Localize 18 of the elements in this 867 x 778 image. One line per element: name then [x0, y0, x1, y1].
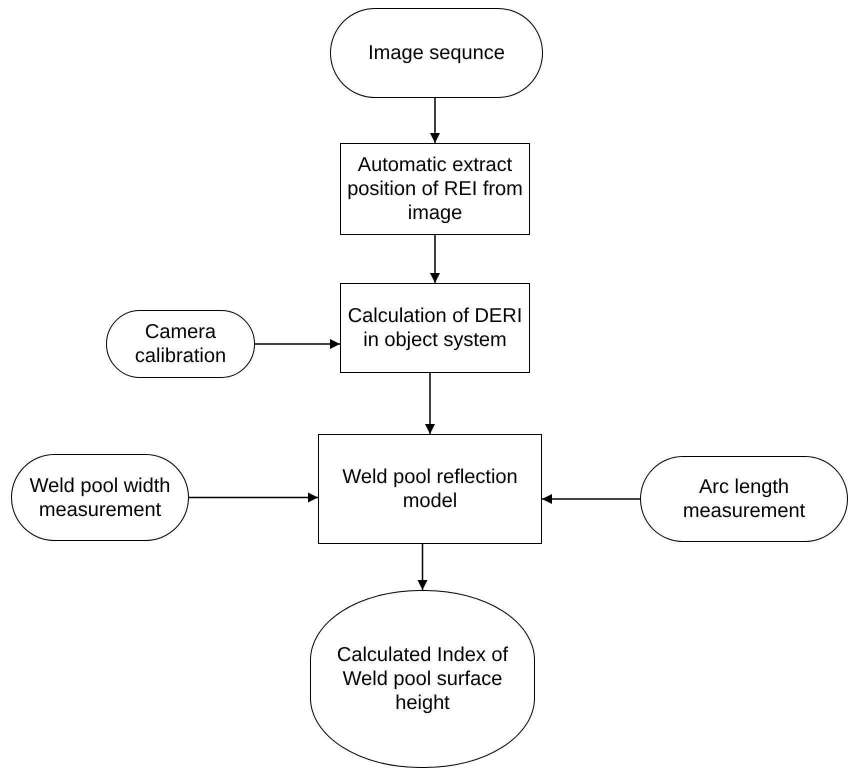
- arrow: [425, 373, 435, 434]
- process-box: [340, 283, 530, 373]
- node-text: Calculated Index of Weld pool surface height: [336, 643, 510, 715]
- arrow: [430, 98, 440, 143]
- node-text: Calculation of DERI in object system: [346, 304, 524, 352]
- arrow: [189, 492, 318, 502]
- node-text: Camera calibration: [134, 320, 228, 368]
- process-box: [340, 143, 530, 235]
- node-text: Image sequnce: [367, 41, 506, 65]
- node-text: Weld pool width measurement: [28, 474, 172, 522]
- arrow: [418, 544, 428, 590]
- node-text: Weld pool reflection model: [341, 465, 519, 513]
- arrow: [430, 235, 440, 283]
- node-text: Automatic extract position of REI from image: [346, 153, 524, 225]
- arrow: [255, 339, 340, 349]
- arrow: [542, 494, 640, 504]
- process-box: [318, 434, 542, 544]
- node-text: Arc length measurement: [682, 475, 806, 523]
